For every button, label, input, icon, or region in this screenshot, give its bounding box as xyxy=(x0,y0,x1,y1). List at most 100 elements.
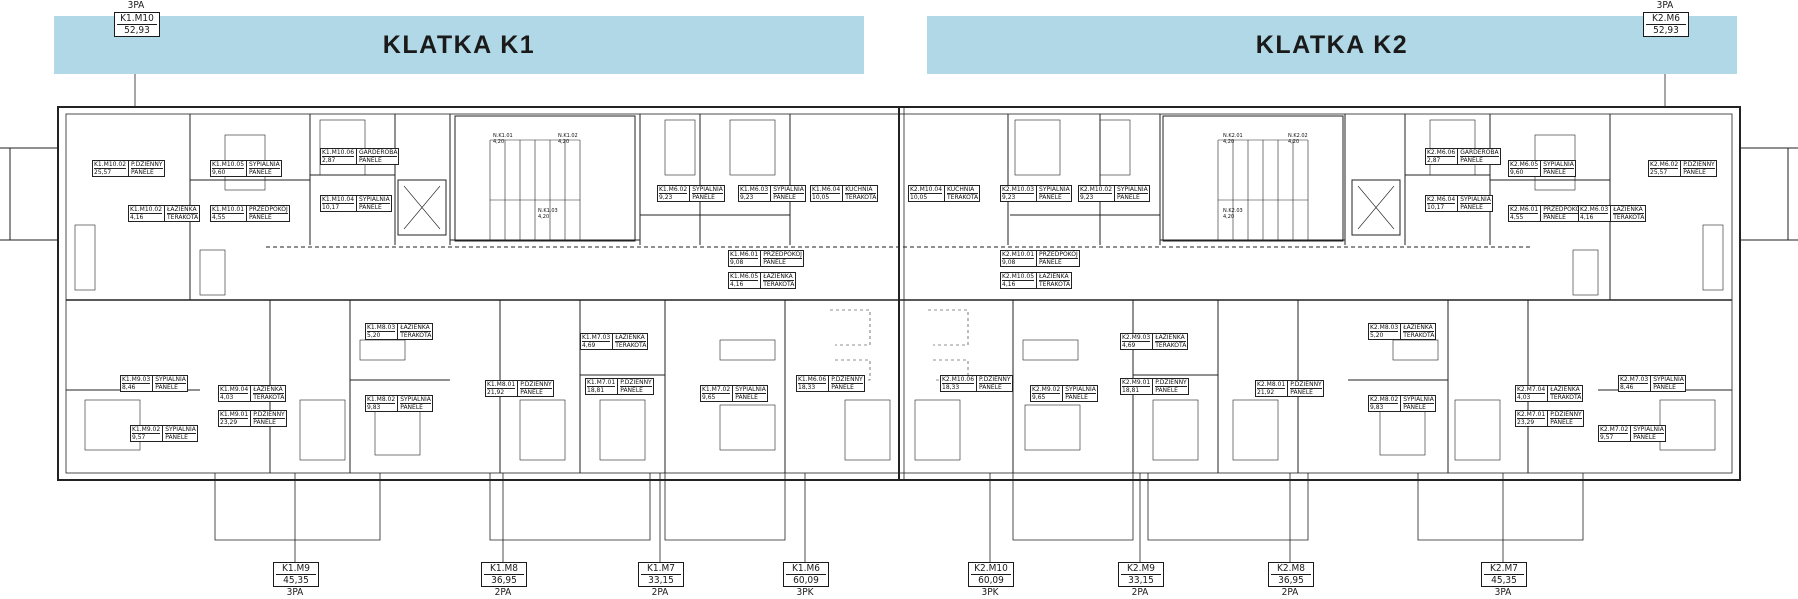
stair-area: 4,20 xyxy=(1223,139,1235,145)
balcony-left xyxy=(0,147,58,241)
room-area: 2,87 xyxy=(322,157,336,164)
stair-area: 4,20 xyxy=(558,139,570,145)
room-area: 4,16 xyxy=(1580,214,1594,221)
stair-code: N.K2.01 xyxy=(1223,133,1243,139)
room-area: 9,60 xyxy=(212,169,226,176)
room-floor: PANELE xyxy=(773,194,796,201)
unit-type: 2PA xyxy=(1131,587,1149,598)
room-name: P.DZIENNY xyxy=(831,376,863,384)
stair-code: N.K1.03 xyxy=(538,208,558,214)
room-floor: PANELE xyxy=(1065,394,1088,401)
room-area: 4,16 xyxy=(1002,281,1016,288)
room-code: K2.M7.02 xyxy=(1600,426,1629,434)
room-area: 9,57 xyxy=(1600,434,1614,441)
room-area: 8,46 xyxy=(1620,384,1634,391)
banner-klatka-k1: KLATKA K1 xyxy=(54,16,864,74)
banner-k1-title: KLATKA K1 xyxy=(382,30,536,59)
unit-id: K1.M10 xyxy=(117,13,157,25)
room-name: ŁAZIENKA xyxy=(615,334,647,342)
room-code: K2.M6.04 xyxy=(1427,196,1456,204)
room-code: K1.M9.03 xyxy=(122,376,151,384)
room-floor: PANELE xyxy=(1543,169,1566,176)
unit-id: K1.M8 xyxy=(484,563,524,575)
elevator-k2 xyxy=(1351,179,1401,236)
room-code: K1.M8.02 xyxy=(367,396,396,404)
room-name: ŁAZIENKA xyxy=(763,273,795,281)
room-floor: TERAKOTA xyxy=(400,332,432,339)
room-code: K1.M10.02 xyxy=(94,161,127,169)
unit-id: K1.M7 xyxy=(641,563,681,575)
room-code: K1.M10.06 xyxy=(322,149,355,157)
balcony-right xyxy=(1740,147,1798,241)
room-area: 9,08 xyxy=(730,259,744,266)
room-code: K1.M8.03 xyxy=(367,324,396,332)
unit-type: 3PA xyxy=(1494,587,1512,598)
room-floor: TERAKOTA xyxy=(253,394,285,401)
room-floor: TERAKOTA xyxy=(1039,281,1071,288)
unit-area: 60,09 xyxy=(978,575,1004,586)
room-floor: PANELE xyxy=(735,394,758,401)
room-code: K2.M10.04 xyxy=(910,186,943,194)
room-area: 4,69 xyxy=(1122,342,1136,349)
room-code: K2.M10.06 xyxy=(942,376,975,384)
room-floor: PANELE xyxy=(1460,157,1483,164)
unit-type: 3PK xyxy=(981,587,999,598)
unit-area: 36,95 xyxy=(491,575,517,586)
room-code: K1.M7.01 xyxy=(587,379,616,387)
room-code: K1.M6.01 xyxy=(730,251,759,259)
room-area: 9,83 xyxy=(367,404,381,411)
room-name: GARDEROBA xyxy=(359,149,398,157)
room-code: K1.M7.02 xyxy=(702,386,731,394)
room-name: ŁAZIENKA xyxy=(1155,334,1187,342)
room-area: 25,57 xyxy=(1650,169,1668,176)
room-floor: PANELE xyxy=(359,157,382,164)
room-floor: PANELE xyxy=(249,214,272,221)
stair-code: N.K2.03 xyxy=(1223,208,1243,214)
room-name: P.DZIENNY xyxy=(520,381,552,389)
room-area: 9,23 xyxy=(1002,194,1016,201)
room-area: 18,33 xyxy=(942,384,960,391)
room-name: ŁAZIENKA xyxy=(1613,206,1645,214)
stair-area: 4,20 xyxy=(1223,214,1235,220)
room-name: ŁAZIENKA xyxy=(253,386,285,394)
room-code: K1.M6.05 xyxy=(730,273,759,281)
room-code: K1.M7.03 xyxy=(582,334,611,342)
room-area: 4,55 xyxy=(1510,214,1524,221)
room-name: ŁAZIENKA xyxy=(1550,386,1582,394)
room-floor: TERAKOTA xyxy=(1155,342,1187,349)
room-floor: PANELE xyxy=(165,434,188,441)
room-code: K2.M10.05 xyxy=(1002,273,1035,281)
room-name: ŁAZIENKA xyxy=(167,206,199,214)
room-name: SYPIALNIA xyxy=(1460,196,1491,204)
room-name: PRZEDPOKÓJ xyxy=(763,251,802,259)
room-name: SYPIALNIA xyxy=(400,396,431,404)
unit-type: 3PA xyxy=(1656,0,1674,11)
stair-area: 4,20 xyxy=(1288,139,1300,145)
room-name: SYPIALNIA xyxy=(1039,186,1070,194)
room-floor: PANELE xyxy=(1633,434,1656,441)
room-area: 2,87 xyxy=(1427,157,1441,164)
room-code: K1.M6.06 xyxy=(798,376,827,384)
unit-area: 52,93 xyxy=(124,25,150,36)
room-name: P.DZIENNY xyxy=(253,411,285,419)
room-area: 10,17 xyxy=(1427,204,1445,211)
unit-id: K2.M10 xyxy=(971,563,1011,575)
room-name: GARDEROBA xyxy=(1460,149,1499,157)
